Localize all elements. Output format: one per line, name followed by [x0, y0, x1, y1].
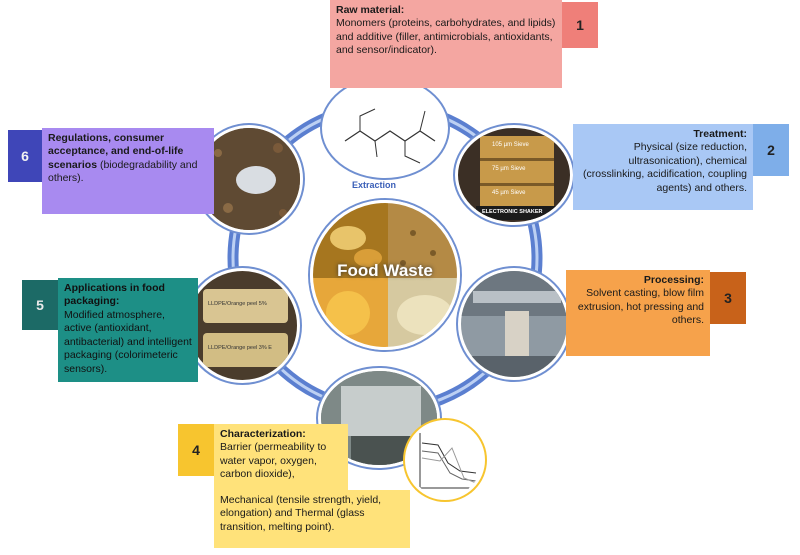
characterization-graph-circle	[405, 420, 485, 500]
raw-material-circle	[322, 78, 448, 178]
processing-circle	[458, 268, 570, 380]
processing-title: Processing:	[644, 274, 704, 286]
treatment-box: Treatment: Physical (size reduction, ult…	[573, 124, 753, 210]
treatment-circle: 105 µm Sieve 75 µm Sieve 45 µm Sieve ELE…	[455, 125, 573, 225]
applications-box: Applications in food packaging: Modified…	[58, 278, 198, 382]
step-5-number: 5	[22, 280, 58, 330]
characterization-text-a: Barrier (permeability to water vapor, ox…	[220, 441, 326, 480]
processing-box: Processing: Solvent casting, blow film e…	[566, 270, 710, 356]
raw-material-box: Raw material: Monomers (proteins, carboh…	[330, 0, 562, 88]
step-4-number: 4	[178, 424, 214, 476]
step-6-number: 6	[8, 130, 42, 182]
food-waste-circle: Food Waste	[310, 200, 460, 350]
bag-label-1: LLDPE/Orange peel 5%	[208, 301, 267, 307]
extraction-label: Extraction	[352, 180, 396, 190]
characterization-box-top: Characterization: Barrier (permeability …	[214, 424, 348, 490]
treatment-text: Physical (size reduction, ultrasonicatio…	[583, 141, 747, 193]
applications-circle: LLDPE/Orange peel 5% LLDPE/Orange peel 3…	[185, 268, 300, 383]
shaker-label: ELECTRONIC SHAKER	[482, 209, 543, 215]
step-2-number: 2	[753, 124, 789, 176]
step-1-number: 1	[562, 2, 598, 48]
applications-title: Applications in food packaging:	[64, 282, 165, 307]
characterization-title: Characterization:	[220, 428, 306, 440]
treatment-title: Treatment:	[693, 128, 747, 140]
step-3-number: 3	[710, 272, 746, 324]
bag-label-2: LLDPE/Orange peel 3% E	[208, 345, 272, 351]
food-waste-label: Food Waste	[313, 261, 457, 281]
regulations-box: Regulations, consumer acceptance, and en…	[42, 128, 214, 214]
characterization-text-b: Mechanical (tensile strength, yield, elo…	[220, 494, 381, 533]
applications-text: Modified atmosphere, active (antioxidant…	[64, 309, 192, 375]
sieve-label-3: 45 µm Sieve	[492, 190, 525, 196]
sieve-label-1: 105 µm Sieve	[492, 142, 529, 148]
raw-material-text: Monomers (proteins, carbohydrates, and l…	[336, 17, 555, 56]
sieve-label-2: 75 µm Sieve	[492, 166, 525, 172]
characterization-box-bottom: Mechanical (tensile strength, yield, elo…	[214, 490, 410, 548]
raw-material-title: Raw material:	[336, 4, 404, 16]
processing-text: Solvent casting, blow film extrusion, ho…	[578, 287, 704, 326]
